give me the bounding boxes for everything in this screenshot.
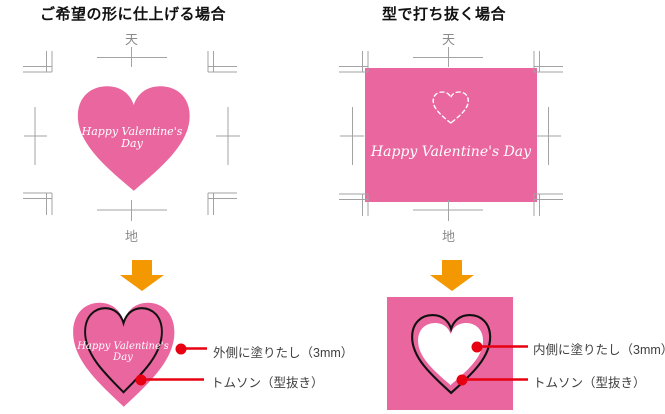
right-card-artwork — [365, 68, 537, 202]
right-bottom-chi-label: 地 — [441, 229, 455, 244]
left-callout-label-bleed: 外側に塗りたし（3mm） — [213, 346, 354, 360]
left-result-text-line2: Day — [113, 351, 133, 363]
right-trim-marks — [339, 47, 563, 221]
left-artwork-text-line1: Happy Valentine's — [81, 125, 183, 138]
right-callout-dot-die — [456, 374, 468, 386]
right-callout-dot-bleed — [471, 341, 483, 353]
right-artwork-text: Happy Valentine's Day — [370, 144, 532, 160]
right-panel-title: 型で打ち抜く場合 — [382, 6, 507, 23]
left-callout-dot-die — [135, 374, 147, 386]
left-top-ten-label: 天 — [124, 32, 138, 47]
right-callout-leaders — [456, 341, 528, 386]
left-trim-marks — [23, 47, 240, 221]
right-callout-label-die: トムソン（型抜き） — [533, 376, 646, 390]
left-artwork-text-line2: Day — [121, 137, 143, 150]
right-top-ten-label: 天 — [441, 32, 455, 47]
left-bottom-chi-label: 地 — [124, 229, 138, 244]
left-callout-label-die: トムソン（型抜き） — [211, 376, 324, 390]
left-callout-leaders — [135, 343, 207, 386]
left-panel-title: ご希望の形に仕上げる場合 — [40, 6, 227, 23]
left-artwork-text: Happy Valentine's Day — [62, 126, 202, 150]
right-down-arrow-icon — [430, 260, 474, 291]
left-result-text-line1: Happy Valentine's — [77, 341, 169, 352]
right-callout-label-bleed: 内側に塗りたし（3mm） — [533, 343, 665, 357]
left-down-arrow-icon — [120, 260, 164, 291]
left-result-text: Happy Valentine's Day — [63, 341, 183, 363]
right-result-figure — [387, 297, 513, 410]
left-callout-dot-bleed — [175, 343, 187, 355]
